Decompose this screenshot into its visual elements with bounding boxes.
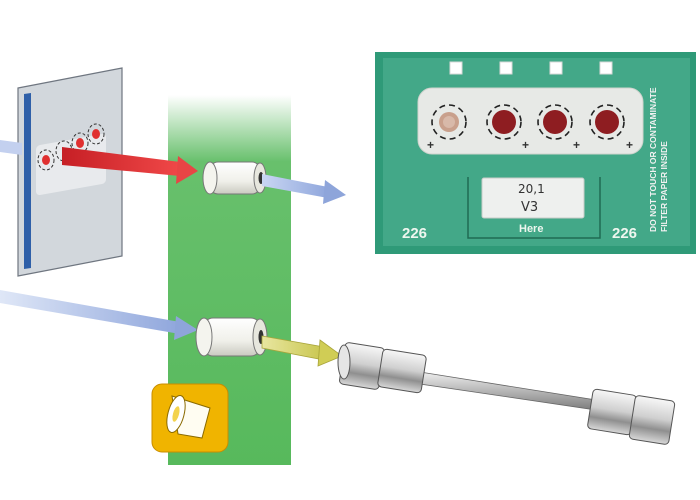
filter-cylinder-top: [202, 161, 267, 195]
blue-arrow-top-out: [262, 174, 346, 204]
card-number-right: 226: [612, 225, 637, 242]
handwriting-line-2: V3: [521, 200, 538, 215]
dbs-card-photo: + + + + 20,1 V3 Here 226 226 DO NOT TOUC…: [375, 52, 696, 254]
svg-text:+: +: [427, 138, 434, 152]
spot-plus-marks: + + + +: [427, 138, 633, 152]
column-fitting-left: [337, 342, 427, 394]
photo-spot-4: [589, 104, 625, 140]
card-spot-3: [71, 132, 89, 154]
hplc-column: [337, 342, 676, 445]
dbs-card-perspective: [17, 67, 123, 277]
punch-tool-icon: [151, 383, 229, 453]
label-here: Here: [519, 223, 543, 235]
red-arrow: [62, 147, 198, 184]
card-spot-4: [87, 123, 105, 145]
svg-text:+: +: [626, 138, 633, 152]
yellow-arrow: [261, 335, 343, 367]
filter-cylinder-bottom: [195, 317, 268, 357]
card-side-text-1: DO NOT TOUCH OR CONTAMINATE: [648, 87, 658, 232]
label-frame: [467, 177, 601, 239]
blue-arrow-bottom-in: [0, 290, 198, 340]
card-top-squares: [449, 61, 613, 75]
svg-text:+: +: [522, 138, 529, 152]
photo-spot-2: [486, 104, 522, 140]
card-number-left: 226: [402, 225, 427, 242]
photo-spot-1: [431, 104, 467, 140]
svg-text:+: +: [573, 138, 580, 152]
card-side-text-2: FILTER PAPER INSIDE: [659, 141, 669, 232]
spot-panel: [417, 87, 644, 155]
handwritten-label: [481, 177, 585, 219]
handwriting-line-1: 20,1: [518, 182, 545, 196]
photo-spot-3: [537, 104, 573, 140]
column-fitting-right: [587, 388, 676, 445]
blue-flow-into-card: [0, 140, 22, 155]
card-spot-1: [37, 149, 55, 171]
